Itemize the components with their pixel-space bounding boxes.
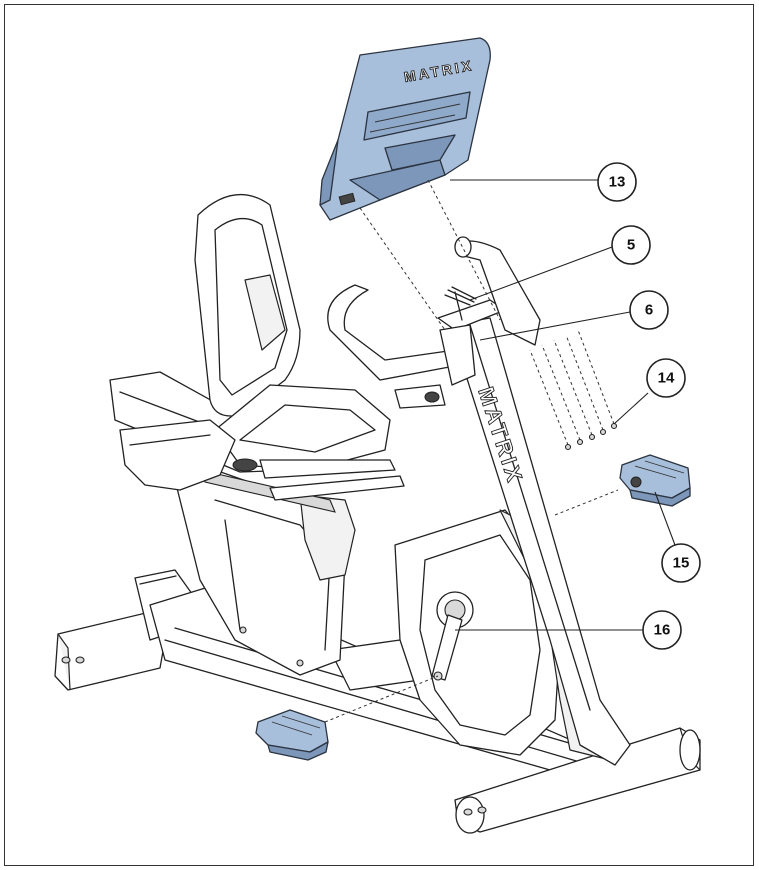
seat-backrest: [194, 193, 301, 417]
seat-support-housing: [174, 469, 356, 676]
callout-6: 6: [629, 290, 669, 330]
assembly-guide-lines: [324, 179, 619, 723]
callout-6-label: 6: [645, 302, 653, 319]
console: [319, 37, 491, 221]
handlebar: [327, 284, 461, 409]
callout-14-label: 14: [658, 370, 675, 387]
right-pedal: [619, 454, 691, 507]
screws: [529, 329, 618, 451]
callout-14: 14: [646, 358, 686, 398]
callout-16: 16: [642, 610, 682, 650]
seat-side-handles: [119, 419, 405, 501]
front-handlebar: [454, 236, 541, 346]
callout-13-label: 13: [609, 174, 626, 191]
seat-cushion: [214, 384, 391, 472]
cables: [444, 286, 477, 321]
console-mast: [437, 299, 631, 766]
callout-15: 15: [661, 543, 701, 583]
left-pedal: [255, 709, 329, 761]
callout-leaders: [450, 179, 676, 631]
crank-arm: [431, 591, 474, 681]
front-stabilizer: [454, 727, 701, 834]
callout-13: 13: [597, 162, 637, 202]
callout-16-label: 16: [654, 622, 671, 639]
callout-5: 5: [611, 225, 651, 265]
callout-15-label: 15: [673, 555, 690, 572]
callout-5-label: 5: [627, 237, 635, 254]
